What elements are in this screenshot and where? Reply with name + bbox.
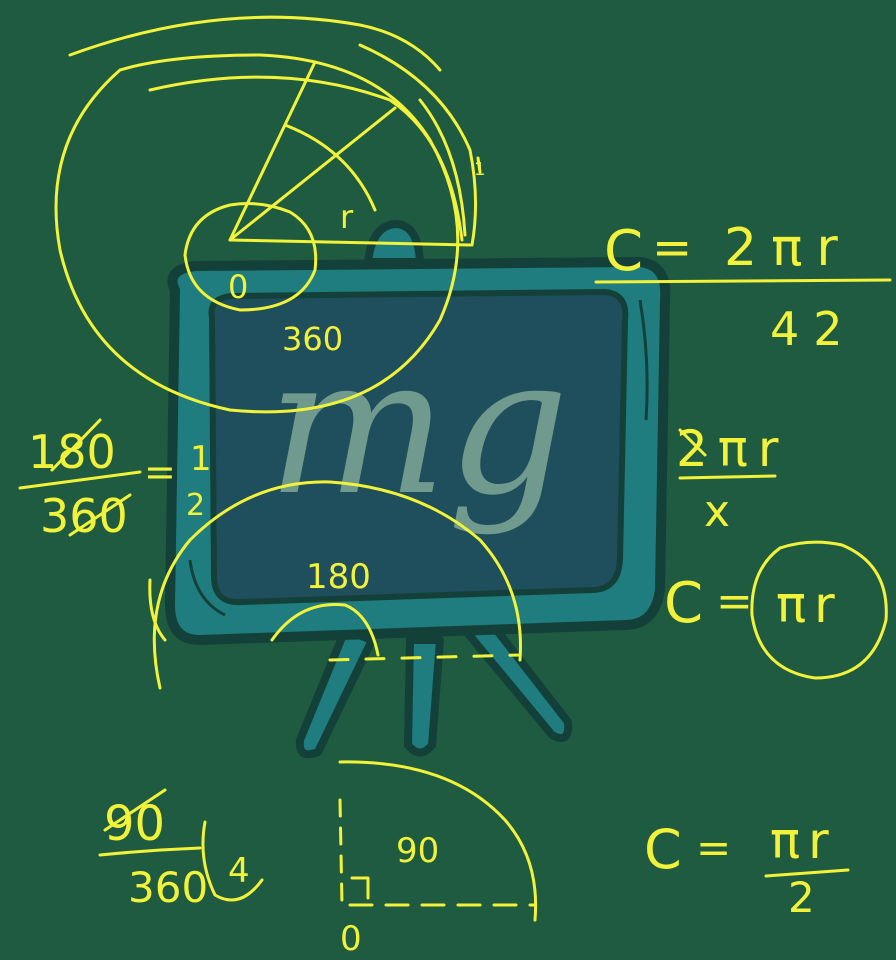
easel-screen (208, 289, 629, 606)
bottom-center-label: 0 (340, 919, 362, 959)
easel-leg-left (295, 626, 376, 759)
angle-180-label: 180 (306, 557, 371, 597)
formula3-value: πr (776, 576, 843, 634)
formula-bottom-bar (764, 868, 850, 878)
top-radius-2 (228, 106, 397, 242)
fraction180-strike (50, 418, 102, 472)
top-arc-3 (358, 43, 478, 247)
formula1-numerator: 2πr (724, 218, 852, 278)
formula2-numerator: 2πr (676, 420, 788, 478)
top-tick (476, 156, 482, 174)
fraction180-strike-2 (68, 493, 132, 537)
fraction90-bracket (201, 820, 264, 902)
formula3-lhs: C (664, 571, 703, 636)
middle-dashed-base (328, 653, 522, 662)
easel-leg-middle (404, 636, 444, 757)
formula1-eq: = (652, 220, 692, 276)
angle-90-label: 90 (396, 831, 439, 871)
fraction90-numerator: 90 (104, 796, 165, 852)
formula2-strike (678, 428, 707, 457)
chalk-text: r 0 360 1 C = 2πr 42 180 360 = 1 2 2πr x… (28, 159, 857, 959)
formula1-lhs: C (604, 219, 643, 284)
top-angle-arc (283, 123, 377, 212)
fraction90-denominator: 360 (128, 863, 208, 912)
chalk-strokes (18, 15, 892, 922)
fraction90-bar (98, 846, 202, 857)
angle-360-label: 360 (282, 320, 343, 358)
top-arc-2 (148, 75, 464, 242)
formula1-denominator: 42 (770, 302, 857, 356)
middle-semicircle (152, 480, 522, 690)
top-radius-1 (228, 60, 317, 242)
easel-leg-right (461, 624, 573, 742)
top-small-circle (183, 202, 318, 312)
top-large-circle (54, 53, 460, 414)
fraction180-result-num: 1 (190, 439, 212, 479)
formula-bottom-numerator: πr (770, 812, 837, 870)
bottom-dashed-vertical (338, 798, 344, 907)
formula2-denominator: x (704, 486, 730, 537)
top-radius-base (228, 238, 472, 247)
fraction180-result-den: 2 (186, 488, 205, 523)
formula-bottom-denominator: 2 (788, 873, 815, 922)
formula2-bar (678, 474, 777, 480)
radius-label: r (340, 198, 354, 236)
fraction90-result: 4 (228, 851, 250, 891)
fraction180-bar (18, 470, 142, 490)
top-outer-arc (68, 15, 442, 72)
formula-bottom-lhs: C (644, 818, 682, 881)
top-arc-4 (418, 98, 467, 237)
fraction180-eq: = (144, 450, 176, 494)
top-tick-label: 1 (474, 159, 485, 180)
middle-left-tick (148, 578, 167, 642)
formula3-circle (750, 540, 888, 680)
center-label: 0 (228, 268, 248, 306)
formula-bottom-eq: = (696, 823, 731, 872)
formula1-bar (594, 278, 892, 284)
easel-frame-highlight-right (638, 299, 649, 421)
fraction180-numerator: 180 (28, 425, 116, 479)
fraction90-strike (103, 788, 167, 832)
bottom-right-angle (350, 876, 370, 900)
easel-frame-highlight (188, 559, 226, 617)
formula3-eq: = (716, 576, 753, 627)
middle-angle-arc (270, 602, 380, 657)
fraction180-denominator: 360 (40, 489, 128, 543)
bottom-quarter-arc (338, 760, 538, 922)
